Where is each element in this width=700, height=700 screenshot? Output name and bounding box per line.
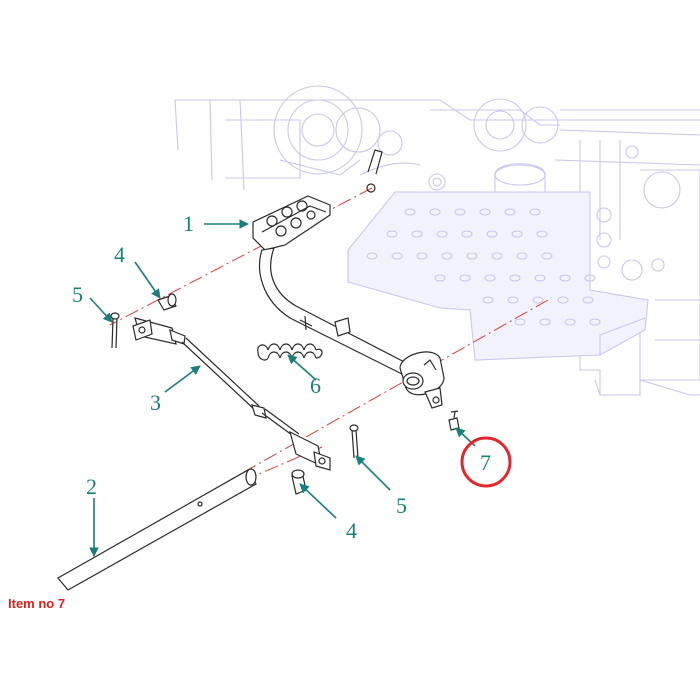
clevis-pin-upper	[157, 293, 177, 311]
clevis-pin-lower	[291, 469, 307, 495]
background-machine-frame	[174, 85, 700, 396]
item-caption: Item no 7	[8, 596, 66, 611]
treadplate-dimple	[539, 318, 551, 326]
callout-2: 2	[86, 474, 97, 499]
treadplate-dimple	[482, 296, 494, 304]
treadplate-dimple	[484, 274, 496, 282]
treadplate-dimple	[532, 296, 544, 304]
return-spring-part	[257, 343, 323, 361]
treadplate-dimple	[536, 230, 548, 238]
treadplate-dimple	[504, 208, 516, 216]
callout-leaders	[89, 219, 476, 557]
treadplate-dimple	[441, 252, 453, 260]
treadplate-dimple	[507, 296, 519, 304]
treadplate-dimple	[429, 208, 441, 216]
background-treadplate	[347, 191, 649, 361]
treadplate-dimple	[461, 230, 473, 238]
callout-3: 3	[150, 390, 161, 415]
treadplate-dimple	[582, 296, 594, 304]
treadplate-dimple	[564, 318, 576, 326]
treadplate-dimple	[466, 252, 478, 260]
callout-5-right: 5	[396, 493, 407, 518]
highlight-ring-item-7	[460, 436, 512, 488]
treadplate-dimple	[416, 252, 428, 260]
treadplate-dimple	[516, 252, 528, 260]
treadplate-dimple	[584, 274, 596, 282]
treadplate-dimple	[404, 208, 416, 216]
treadplate-dimple	[391, 252, 403, 260]
treadplate-dimple	[454, 208, 466, 216]
treadplate-dimple	[511, 230, 523, 238]
treadplate-dimple	[529, 208, 541, 216]
treadplate-dimple	[434, 274, 446, 282]
callout-5-left: 5	[72, 282, 83, 307]
grease-nipple-part	[448, 410, 460, 431]
treadplate-dimple	[459, 274, 471, 282]
treadplate-dimple	[509, 274, 521, 282]
brake-pedal-part	[252, 149, 445, 409]
treadplate-dimple	[479, 208, 491, 216]
cross-shaft-part	[57, 468, 257, 591]
treadplate-dimple	[589, 318, 601, 326]
treadplate-dimple	[534, 274, 546, 282]
callout-4-lower: 4	[346, 518, 357, 543]
callout-7: 7	[480, 450, 491, 475]
callout-6: 6	[310, 373, 321, 398]
callout-1: 1	[183, 211, 194, 236]
brake-rod-part	[132, 317, 331, 471]
treadplate-dimple	[486, 230, 498, 238]
treadplate-dimple	[557, 296, 569, 304]
treadplate-dimple	[436, 230, 448, 238]
treadplate-dimple	[559, 274, 571, 282]
split-pin-right	[349, 424, 359, 459]
split-pin-left	[110, 312, 120, 349]
treadplate-dimple	[366, 252, 378, 260]
callout-4-upper: 4	[114, 242, 125, 267]
treadplate-dimple	[541, 252, 553, 260]
treadplate-dimple	[514, 318, 526, 326]
treadplate-dimple	[411, 230, 423, 238]
treadplate-dimple	[491, 252, 503, 260]
treadplate-dimple	[386, 230, 398, 238]
